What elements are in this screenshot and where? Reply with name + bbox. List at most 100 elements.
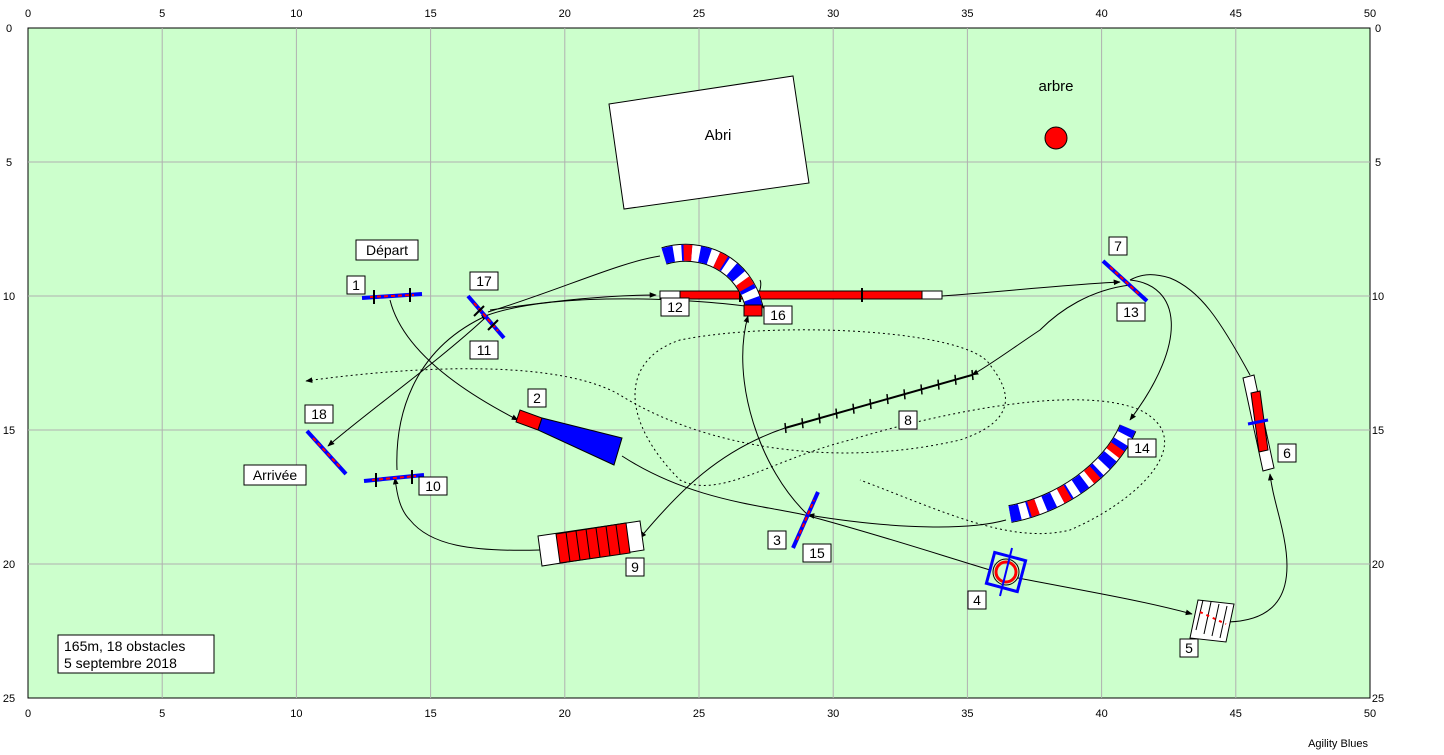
jump-10 — [363, 470, 425, 487]
y-tick-label-right: 20 — [1372, 559, 1384, 571]
svg-text:6: 6 — [1283, 445, 1291, 461]
svg-text:1: 1 — [352, 277, 360, 293]
weave-pole — [903, 389, 906, 400]
finish-label: Arrivée — [253, 467, 298, 483]
label-8: 8 — [898, 410, 918, 430]
svg-text:3: 3 — [773, 532, 781, 548]
svg-text:18: 18 — [311, 406, 327, 422]
tyre-4 — [984, 547, 1028, 597]
x-tick-label-top: 50 — [1364, 8, 1376, 20]
x-tick-label-top: 40 — [1095, 8, 1107, 20]
y-tick-label-right: 15 — [1372, 425, 1384, 437]
x-tick-label-bottom: 30 — [827, 708, 839, 720]
weave-poles-8 — [784, 369, 974, 434]
tree-label: arbre — [1038, 78, 1073, 95]
y-tick-label-left: 25 — [3, 693, 15, 705]
obstacle-number-labels: 1 2 3 4 5 6 7 8 9 10 11 12 13 14 15 16 1… — [304, 236, 1297, 658]
tunnel-16-exit — [743, 304, 763, 317]
y-tick-label-right: 5 — [1375, 157, 1381, 169]
label-10: 10 — [418, 476, 448, 496]
svg-text:2: 2 — [533, 390, 541, 406]
x-tick-label-top: 15 — [424, 8, 436, 20]
svg-text:8: 8 — [904, 412, 912, 428]
label-18: 18 — [304, 404, 334, 424]
label-12: 12 — [660, 297, 690, 317]
svg-text:14: 14 — [1134, 440, 1150, 456]
label-9: 9 — [625, 557, 645, 577]
label-4: 4 — [967, 590, 987, 610]
y-tick-label-right: 25 — [1372, 693, 1384, 705]
course-path — [327, 255, 1288, 623]
x-tick-label-top: 5 — [159, 8, 165, 20]
shelter-label: Abri — [705, 127, 732, 144]
jump-7-13 — [1101, 259, 1149, 303]
y-tick-label-right: 0 — [1375, 23, 1381, 35]
tree-icon — [1044, 126, 1068, 150]
tree: arbre — [1038, 78, 1074, 150]
svg-text:12: 12 — [667, 299, 683, 315]
svg-text:17: 17 — [476, 273, 492, 289]
course-info-line2: 5 septembre 2018 — [64, 655, 177, 671]
weave-pole — [886, 394, 889, 405]
start-label: Départ — [366, 242, 408, 258]
x-tick-label-bottom: 0 — [25, 708, 31, 720]
weave-pole — [920, 384, 923, 395]
svg-text:7: 7 — [1114, 238, 1122, 254]
y-tick-label-left: 10 — [3, 291, 15, 303]
y-tick-label-left: 0 — [6, 23, 12, 35]
svg-text:13: 13 — [1123, 304, 1139, 320]
shelter: Abri — [608, 75, 810, 210]
x-tick-label-bottom: 15 — [424, 708, 436, 720]
start-label-box: Départ — [355, 239, 419, 261]
weave-pole — [971, 369, 974, 381]
weave-pole — [835, 408, 838, 419]
x-tick-label-bottom: 5 — [159, 708, 165, 720]
weave-pole — [818, 413, 821, 424]
label-7: 7 — [1108, 236, 1128, 256]
svg-text:11: 11 — [477, 342, 492, 358]
brand-label: Agility Blues — [1308, 738, 1368, 750]
x-tick-label-top: 20 — [559, 8, 571, 20]
x-tick-label-bottom: 45 — [1230, 708, 1242, 720]
label-11: 11 — [469, 340, 499, 360]
course-info-line1: 165m, 18 obstacles — [64, 638, 185, 654]
axis-ticks: 0055101015152020252530303535404045455050… — [3, 8, 1384, 720]
x-tick-label-bottom: 35 — [961, 708, 973, 720]
curved-tunnel-14 — [1008, 424, 1137, 523]
jump-18 — [305, 429, 348, 476]
weave-pole — [937, 379, 940, 390]
svg-text:4: 4 — [973, 592, 981, 608]
x-tick-label-bottom: 40 — [1095, 708, 1107, 720]
jump-1 — [361, 288, 423, 304]
svg-text:15: 15 — [809, 545, 825, 561]
x-tick-label-top: 35 — [961, 8, 973, 20]
y-tick-label-left: 5 — [6, 157, 12, 169]
x-tick-label-bottom: 10 — [290, 708, 302, 720]
x-tick-label-top: 0 — [25, 8, 31, 20]
label-17: 17 — [469, 271, 499, 291]
y-tick-label-left: 15 — [3, 425, 15, 437]
tunnel-9 — [537, 520, 645, 567]
weave-pole — [954, 374, 957, 385]
label-14: 14 — [1127, 438, 1157, 458]
finish-label-box: Arrivée — [243, 464, 307, 486]
label-6: 6 — [1277, 443, 1297, 463]
dotted-path — [305, 329, 1165, 535]
svg-text:16: 16 — [770, 307, 786, 323]
label-3: 3 — [767, 530, 787, 550]
x-tick-label-top: 45 — [1230, 8, 1242, 20]
jump-11-17 — [466, 294, 506, 340]
weave-pole — [784, 422, 787, 434]
x-tick-label-top: 25 — [693, 8, 705, 20]
label-1: 1 — [346, 275, 366, 295]
label-5: 5 — [1179, 638, 1199, 658]
y-tick-label-right: 10 — [1372, 291, 1384, 303]
svg-text:9: 9 — [631, 559, 639, 575]
x-tick-label-bottom: 25 — [693, 708, 705, 720]
x-tick-label-top: 10 — [290, 8, 302, 20]
chute-tunnel-2 — [515, 409, 623, 466]
label-13: 13 — [1116, 302, 1146, 322]
weave-pole — [852, 403, 855, 414]
